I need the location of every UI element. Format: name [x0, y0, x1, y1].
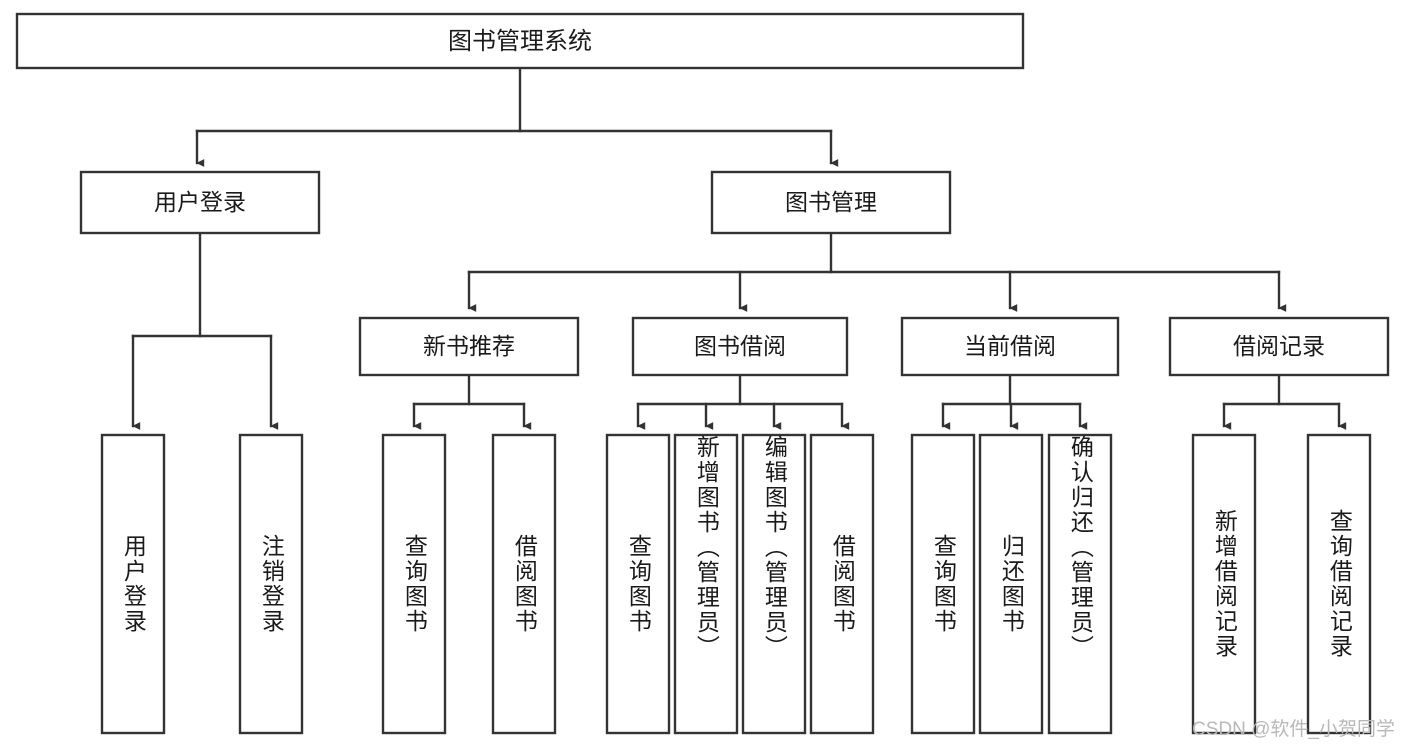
node-book-manage[interactable]: 图书管理: [710, 170, 952, 235]
node-leaf-confirm-return[interactable]: [1047, 433, 1113, 735]
connector-bookmanage-to-level3: [467, 231, 1287, 312]
node-root-label: 图书管理系统: [448, 28, 592, 55]
node-leaf-logout-login[interactable]: [238, 433, 304, 735]
csdn-watermark: CSDN @软件_小贺同学: [1192, 719, 1395, 740]
node-leaf-borrow-book-2[interactable]: [809, 433, 875, 735]
connector-bookborrow-to-leaves: [636, 373, 850, 430]
connector-root-to-level2: [195, 66, 839, 167]
node-book-borrow[interactable]: 图书借阅: [631, 316, 849, 377]
node-new-book-recommend[interactable]: 新书推荐: [358, 316, 580, 377]
connector-borrowrecord-to-leaves: [1222, 373, 1347, 430]
node-leaf-add-book[interactable]: [673, 433, 739, 735]
node-current-borrow[interactable]: 当前借阅: [900, 316, 1120, 377]
node-user-login-label: 用户登录: [154, 189, 246, 215]
node-current-borrow-label: 当前借阅: [964, 333, 1056, 359]
connector-currentborrow-to-leaves: [941, 373, 1088, 430]
node-leaf-query-book-3[interactable]: [910, 433, 976, 735]
node-leaf-return-book[interactable]: [978, 433, 1044, 735]
connector-userlogin-to-leaves: [131, 231, 279, 430]
node-new-book-recommend-label: 新书推荐: [423, 333, 515, 359]
node-user-login[interactable]: 用户登录: [79, 170, 321, 235]
node-leaf-edit-book[interactable]: [741, 433, 807, 735]
node-book-borrow-label: 图书借阅: [694, 333, 786, 359]
node-leaf-add-record[interactable]: [1191, 433, 1257, 735]
node-book-manage-label: 图书管理: [785, 189, 877, 215]
node-root[interactable]: 图书管理系统: [15, 12, 1025, 70]
node-borrow-record-label: 借阅记录: [1233, 333, 1325, 359]
node-leaf-user-login[interactable]: [100, 433, 166, 735]
node-leaf-query-record[interactable]: [1306, 433, 1372, 735]
node-leaf-query-book-2[interactable]: [605, 433, 671, 735]
node-leaf-borrow-book-1[interactable]: [491, 433, 557, 735]
connector-newbook-to-leaves: [412, 373, 532, 430]
node-borrow-record[interactable]: 借阅记录: [1168, 316, 1390, 377]
node-leaf-query-book-1[interactable]: [381, 433, 447, 735]
